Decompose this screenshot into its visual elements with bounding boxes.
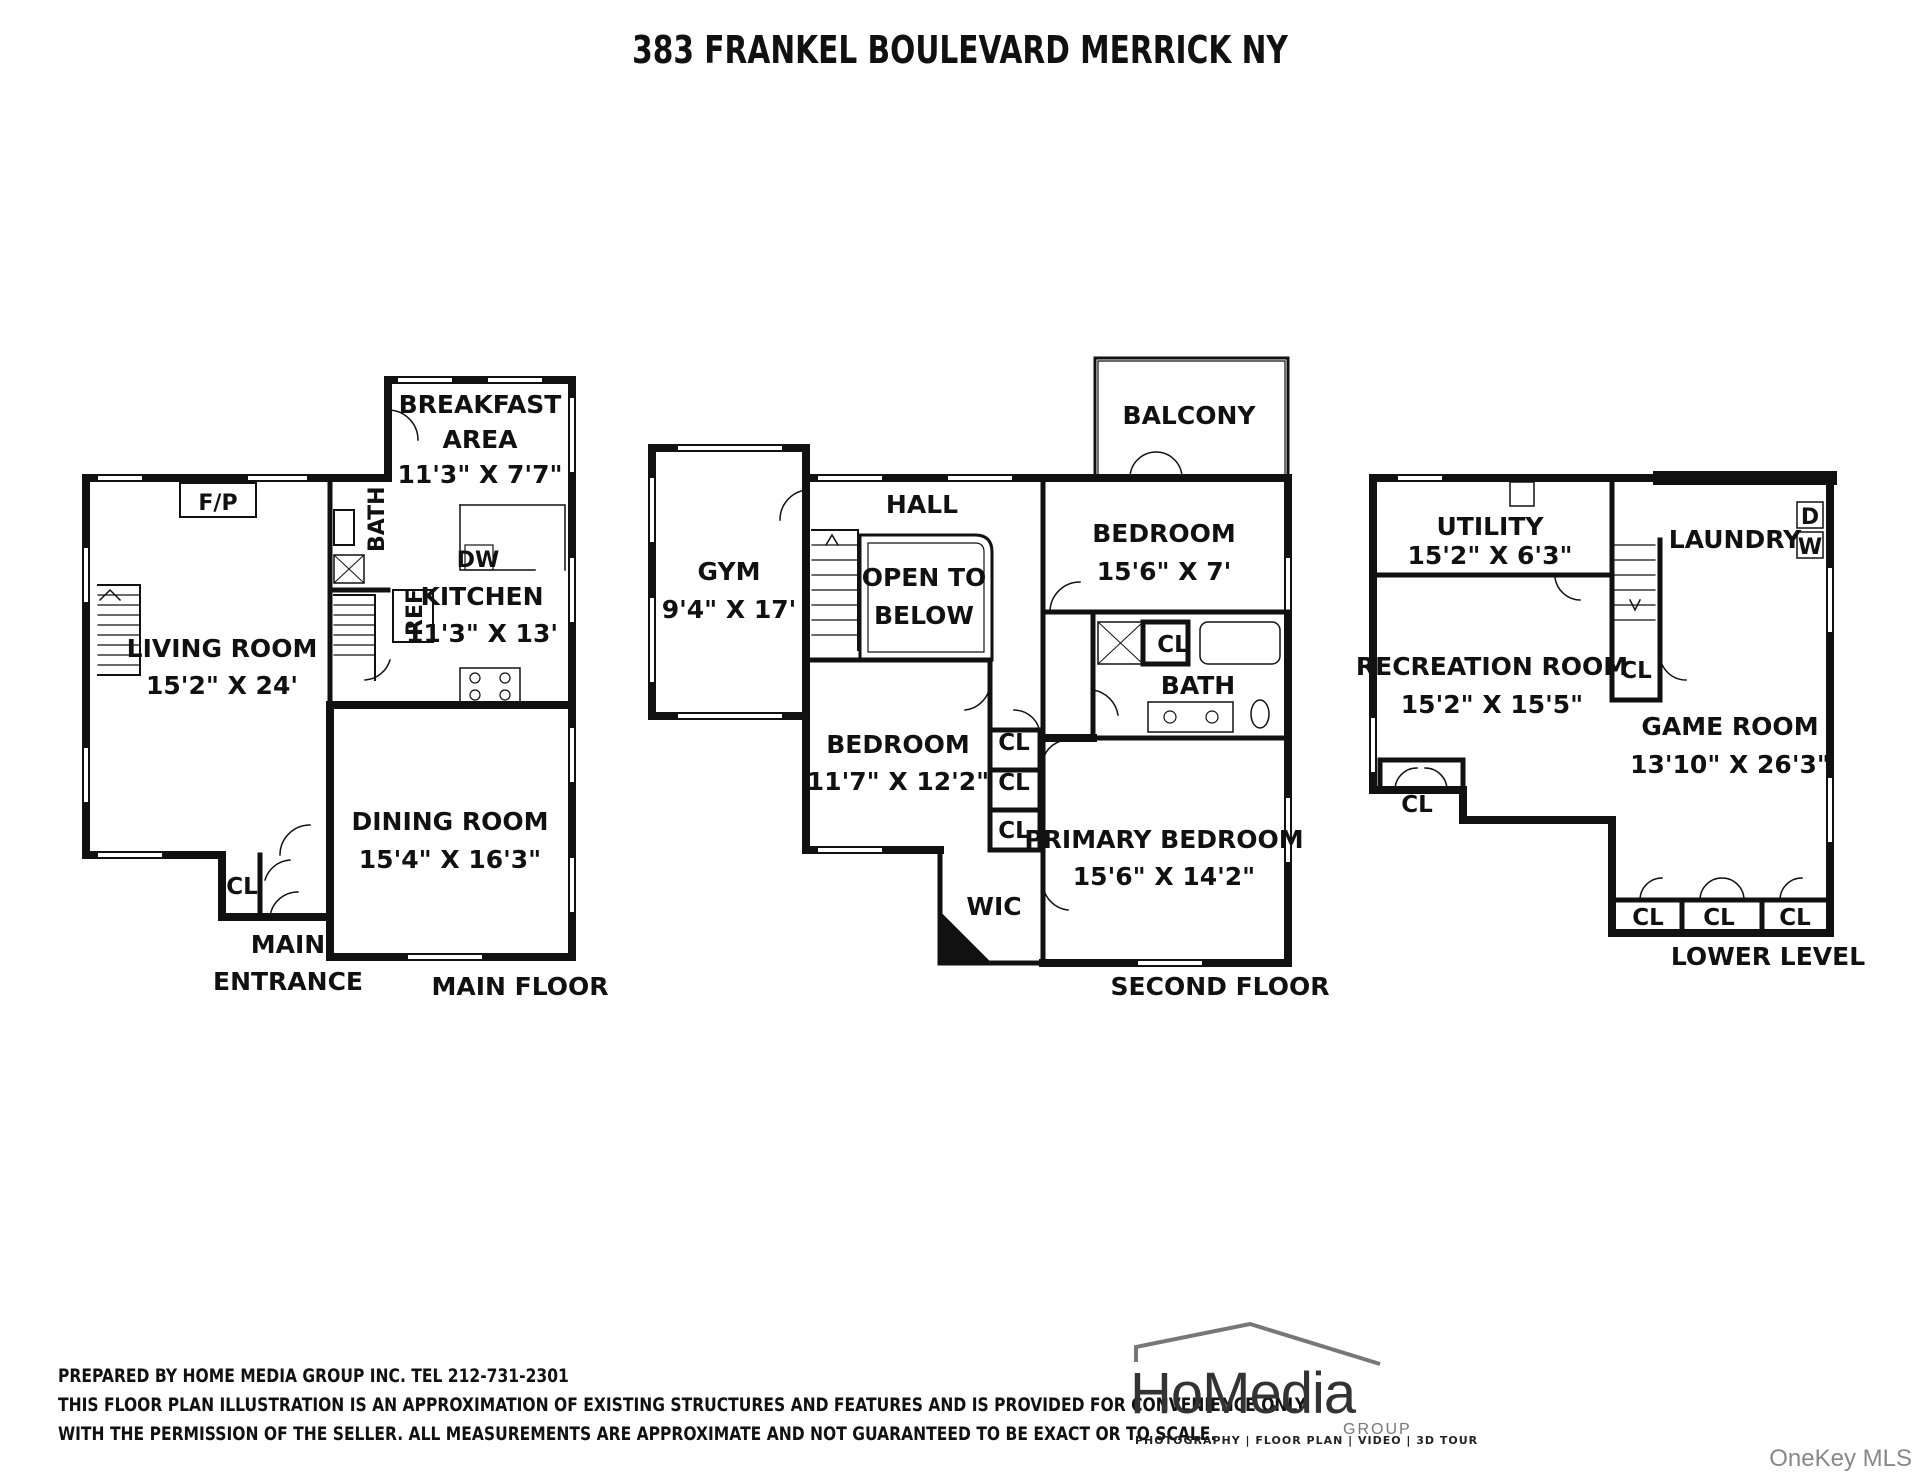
living-room-label: LIVING ROOM [127,634,318,663]
bedroom-1-label: BEDROOM [1092,519,1236,548]
game-closet-2: CL [1703,905,1735,931]
kitchen-label: KITCHEN [421,582,544,611]
disclaimer-line-2: WITH THE PERMISSION OF THE SELLER. ALL M… [58,1424,1217,1445]
hall-label: HALL [886,490,958,519]
main-floor-label: MAIN FLOOR [431,972,608,1001]
wic-label: WIC [966,892,1021,921]
laundry-closet: CL [1620,658,1652,684]
dishwasher-label: DW [457,548,500,573]
laundry-label: LAUNDRY [1669,525,1802,554]
closet-3-label: CL [998,818,1030,844]
dining-room-label: DINING ROOM [351,807,548,836]
disclaimer-line-1: THIS FLOOR PLAN ILLUSTRATION IS AN APPRO… [58,1395,1307,1416]
main-entrance-label-2: ENTRANCE [213,967,363,996]
lower-level-walls [1369,471,1837,937]
fireplace-label: F/P [198,491,237,516]
second-bath-closet: CL [1157,632,1189,658]
recreation-room-dim: 15'2" X 15'5" [1401,690,1583,719]
closet-1-label: CL [998,730,1030,756]
house-roof-icon [1134,1322,1381,1366]
game-closet-3: CL [1779,905,1811,931]
prepared-by-line: PREPARED BY HOME MEDIA GROUP INC. TEL 21… [58,1366,569,1387]
dryer-label: D [1801,505,1819,530]
mls-watermark: OneKey MLS [1769,1445,1912,1472]
logo-wordmark: HoMedia [1130,1361,1356,1426]
bedroom-2-label: BEDROOM [826,730,970,759]
breakfast-label-1: BREAKFAST [399,390,562,419]
disclaimer-footer: PREPARED BY HOME MEDIA GROUP INC. TEL 21… [58,1362,1306,1449]
recreation-room-label: RECREATION ROOM [1356,652,1628,681]
second-bath-label: BATH [1161,671,1235,700]
main-floor-labels: F/P LIVING ROOM 15'2" X 24' BREAKFAST AR… [127,390,609,1001]
game-room-label: GAME ROOM [1641,712,1818,741]
living-room-dim: 15'2" X 24' [146,671,298,700]
page-title: 383 FRANKEL BOULEVARD MERRICK NY [632,28,1288,72]
open-to-below-2: BELOW [874,601,974,630]
second-floor-label: SECOND FLOOR [1111,972,1330,1001]
open-to-below-1: OPEN TO [862,563,987,592]
gym-dim: 9'4" X 17' [662,595,797,624]
closet-2-label: CL [998,770,1030,796]
breakfast-label-2: AREA [442,425,518,454]
bedroom-2-dim: 11'7" X 12'2" [807,767,989,796]
kitchen-dim: 11'3" X 13' [406,619,558,648]
lower-level-label: LOWER LEVEL [1671,942,1865,971]
second-floor-labels: GYM 9'4" X 17' HALL OPEN TO BELOW BALCON… [662,401,1330,1001]
balcony-label: BALCONY [1123,401,1257,430]
utility-dim: 15'2" X 6'3" [1407,541,1572,570]
breakfast-dim: 11'3" X 7'7" [397,460,562,489]
primary-bedroom-label: PRIMARY BEDROOM [1024,825,1303,854]
lower-level-labels: UTILITY 15'2" X 6'3" LAUNDRY D W CL RECR… [1356,505,1865,971]
primary-bedroom-dim: 15'6" X 14'2" [1073,862,1255,891]
ref-label: REF [403,589,428,636]
bedroom-1-dim: 15'6" X 7' [1097,557,1232,586]
second-floor-walls [648,356,1292,967]
main-bath-label: BATH [365,486,390,552]
logo-tagline: PHOTOGRAPHY | FLOOR PLAN | VIDEO | 3D TO… [1135,1434,1479,1447]
dining-room-dim: 15'4" X 16'3" [359,845,541,874]
utility-label: UTILITY [1436,512,1544,541]
logo-group: GROUP [1343,1421,1412,1438]
rec-closet-label: CL [1401,792,1433,818]
main-entrance-label-1: MAIN [251,930,325,959]
homedia-logo: HoMedia GROUP PHOTOGRAPHY | FLOOR PLAN |… [1130,1322,1477,1447]
main-floor-walls [82,376,576,961]
washer-label: W [1798,535,1822,560]
entrance-closet-label: CL [226,874,258,900]
gym-label: GYM [698,557,761,586]
game-closet-1: CL [1632,905,1664,931]
game-room-dim: 13'10" X 26'3" [1630,750,1830,779]
